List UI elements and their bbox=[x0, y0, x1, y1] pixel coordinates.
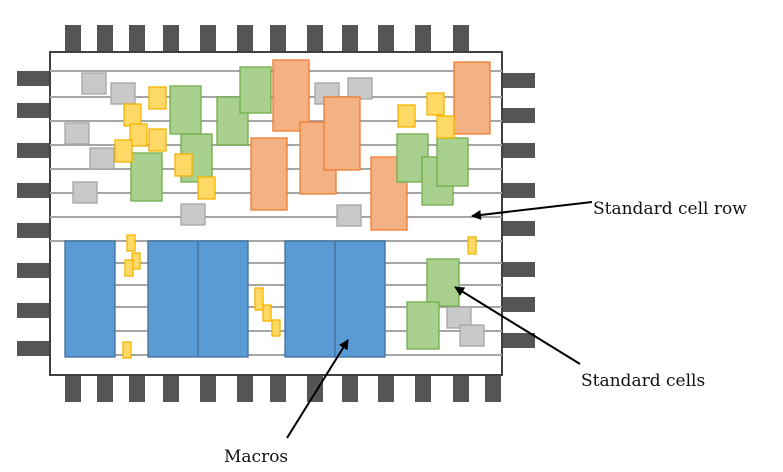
standard-cell-yellow bbox=[174, 153, 193, 177]
standard-cell-yellow bbox=[122, 341, 132, 359]
io-pins-top bbox=[65, 25, 469, 52]
io-pin bbox=[485, 375, 501, 402]
io-pin bbox=[17, 263, 50, 278]
io-pin bbox=[415, 25, 431, 52]
standard-cell-gray bbox=[110, 82, 136, 105]
standard-cell-yellow bbox=[254, 287, 264, 311]
io-pin bbox=[502, 143, 535, 158]
io-pin bbox=[65, 375, 81, 402]
io-pin bbox=[342, 25, 358, 52]
standard-cell-yellow bbox=[126, 234, 136, 252]
io-pin bbox=[200, 375, 216, 402]
standard-cell-green bbox=[426, 258, 460, 307]
io-pin bbox=[270, 25, 286, 52]
io-pin bbox=[270, 375, 286, 402]
standard-cell-gray bbox=[72, 181, 98, 204]
io-pin bbox=[17, 341, 50, 356]
standard-cell-yellow bbox=[197, 176, 216, 200]
standard-cell-green bbox=[406, 301, 440, 350]
standard-cell-gray bbox=[459, 324, 485, 347]
io-pin bbox=[17, 223, 50, 238]
standard-cell-orange bbox=[453, 61, 491, 135]
io-pin bbox=[378, 375, 394, 402]
io-pin bbox=[129, 25, 145, 52]
standard-cell-gray bbox=[180, 203, 206, 226]
io-pin bbox=[17, 303, 50, 318]
arrow-standard-cells bbox=[454, 286, 581, 365]
io-pin bbox=[65, 25, 81, 52]
standard-cell-yellow bbox=[114, 139, 133, 163]
arrow-macros bbox=[286, 339, 349, 439]
io-pin bbox=[502, 333, 535, 348]
standard-cell-yellow bbox=[436, 115, 455, 139]
standard-cell-yellow bbox=[426, 92, 445, 116]
arrow-standard-cell-row bbox=[471, 201, 593, 220]
macro-block bbox=[334, 240, 386, 358]
io-pin bbox=[237, 375, 253, 402]
io-pin bbox=[415, 375, 431, 402]
standard-cell-orange bbox=[272, 59, 310, 132]
standard-cell-yellow bbox=[262, 304, 272, 322]
standard-cell-yellow bbox=[271, 319, 281, 337]
io-pins-bottom bbox=[65, 375, 501, 402]
io-pin bbox=[502, 108, 535, 123]
io-pin bbox=[378, 25, 394, 52]
io-pin bbox=[342, 375, 358, 402]
label-standard-cell-row: Standard cell row bbox=[593, 199, 747, 219]
standard-cell-yellow bbox=[123, 103, 142, 127]
standard-cell-green bbox=[130, 152, 163, 202]
standard-cell-yellow bbox=[124, 259, 134, 277]
io-pin bbox=[17, 143, 50, 158]
io-pin bbox=[200, 25, 216, 52]
io-pin bbox=[307, 375, 323, 402]
label-standard-cells: Standard cells bbox=[581, 371, 706, 391]
standard-cell-yellow bbox=[397, 104, 416, 128]
label-macros: Macros bbox=[224, 447, 289, 467]
io-pin bbox=[163, 375, 179, 402]
io-pin bbox=[163, 25, 179, 52]
standard-cell-gray bbox=[64, 122, 90, 145]
io-pin bbox=[502, 262, 535, 277]
standard-cell-green bbox=[436, 137, 469, 187]
io-pin bbox=[502, 183, 535, 198]
standard-cell-green bbox=[169, 85, 202, 135]
standard-cell-orange bbox=[323, 96, 361, 171]
standard-cell-yellow bbox=[467, 236, 477, 255]
standard-cell-gray bbox=[81, 72, 107, 95]
standard-cell-yellow bbox=[148, 128, 167, 152]
io-pin bbox=[502, 221, 535, 236]
standard-cell-gray bbox=[89, 147, 115, 170]
standard-cell-yellow bbox=[148, 86, 167, 110]
io-pin bbox=[453, 375, 469, 402]
io-pin bbox=[502, 297, 535, 312]
io-pin bbox=[97, 375, 113, 402]
macro-blocks bbox=[64, 240, 386, 358]
io-pins-left bbox=[17, 71, 50, 356]
io-pin bbox=[453, 25, 469, 52]
io-pin bbox=[97, 25, 113, 52]
standard-cell-yellow bbox=[129, 123, 148, 147]
io-pin bbox=[237, 25, 253, 52]
standard-cell-gray bbox=[347, 77, 373, 100]
macro-block bbox=[284, 240, 336, 358]
standard-cell-orange bbox=[250, 137, 288, 211]
io-pin bbox=[17, 71, 50, 86]
macro-block bbox=[64, 240, 116, 358]
io-pin bbox=[129, 375, 145, 402]
standard-cell-gray bbox=[446, 306, 472, 329]
standard-cell-blocks bbox=[64, 59, 491, 359]
standard-cell-gray bbox=[336, 204, 362, 227]
macro-block bbox=[147, 240, 199, 358]
io-pin bbox=[502, 73, 535, 88]
standard-cell-green bbox=[239, 66, 272, 114]
io-pins-right bbox=[502, 73, 535, 348]
io-pin bbox=[307, 25, 323, 52]
macro-block bbox=[197, 240, 249, 358]
io-pin bbox=[17, 103, 50, 118]
io-pin bbox=[17, 183, 50, 198]
